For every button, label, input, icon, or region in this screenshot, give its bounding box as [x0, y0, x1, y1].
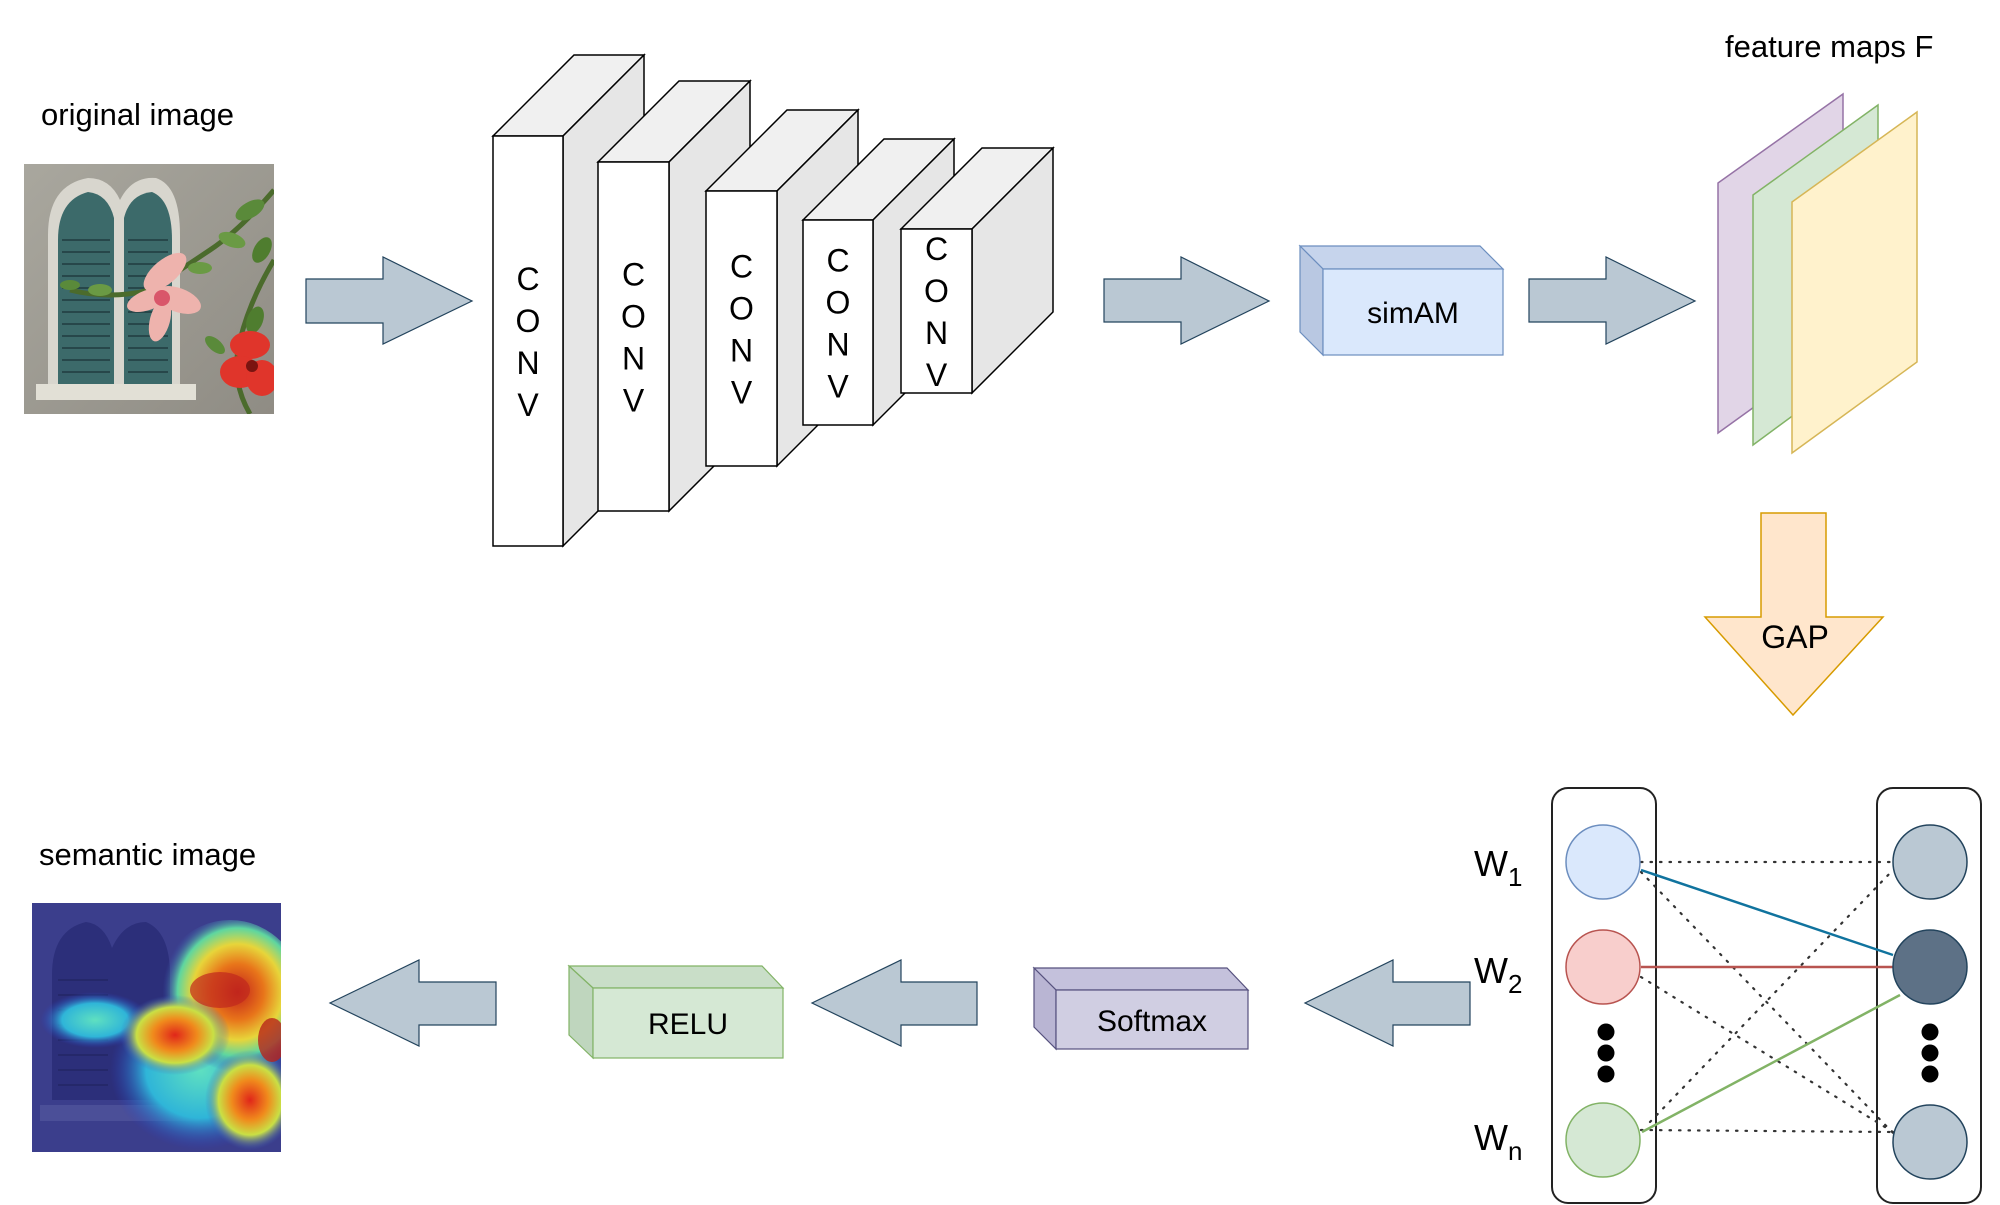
relu-label: RELU — [648, 1008, 728, 1041]
feature-maps — [1717, 92, 1918, 455]
simam-top-face — [1298, 245, 1505, 270]
simam-module: simAM — [1298, 244, 1505, 357]
feature-map-yellow — [1791, 110, 1918, 455]
conv-block-label-letter: V — [517, 387, 539, 423]
conv-block-label-letter: O — [826, 285, 851, 321]
conv-block-label-letter: C — [925, 231, 948, 267]
edge-w1-to-active — [1640, 868, 1894, 957]
output-ellipsis-dots — [1921, 1023, 1939, 1083]
original-image — [24, 164, 274, 414]
relu-top-face — [567, 965, 785, 989]
arrow-to-semantic-image — [328, 959, 497, 1047]
conv-block-label-letter: N — [925, 315, 948, 351]
dotted-edge-1-n — [1639, 870, 1897, 1137]
output-nodes-container — [1876, 787, 1982, 1204]
weight-label-wn: Wn — [1474, 1117, 1522, 1166]
relu-front-face — [592, 987, 784, 1059]
output-node-1 — [1892, 824, 1968, 900]
gap-module: GAP — [1703, 512, 1885, 717]
conv-block-front-face — [597, 161, 670, 512]
dotted-edge-n-n — [1639, 1128, 1895, 1134]
conv-block-label-letter: V — [731, 375, 753, 411]
conv-block-front-face — [900, 228, 973, 394]
conv-block-front-face — [802, 219, 874, 426]
gap-label: GAP — [1761, 619, 1829, 655]
input-node-w1 — [1565, 824, 1641, 900]
fully-connected-layer: W1 W2 Wn — [1474, 787, 1982, 1204]
conv-block-label-letter: O — [621, 299, 646, 335]
conv-block-label-letter: C — [516, 261, 539, 297]
semantic-image-heatmap — [32, 903, 281, 1152]
weight-label-w2: W2 — [1474, 950, 1522, 999]
conv-block-label-letter: V — [827, 369, 849, 405]
arrow-to-relu — [810, 959, 978, 1047]
feature-maps-label: feature maps F — [1725, 29, 1933, 64]
conv-block-label-letter: N — [516, 345, 539, 381]
softmax-label: Softmax — [1097, 1005, 1207, 1038]
conv-block-label-letter: O — [729, 291, 754, 327]
relu-module: RELU — [567, 964, 785, 1060]
arrow-to-simam — [1103, 256, 1271, 345]
simam-front-face — [1322, 268, 1504, 356]
arrow-to-softmax — [1303, 959, 1471, 1047]
edge-wn-to-active — [1641, 993, 1901, 1134]
weight-label-w1: W1 — [1474, 843, 1522, 892]
conv-block-label-letter: N — [826, 327, 849, 363]
conv-block-label-letter: C — [826, 243, 849, 279]
simam-label: simAM — [1367, 297, 1459, 330]
input-node-wn — [1565, 1102, 1641, 1178]
conv-block-label-letter: N — [730, 333, 753, 369]
gap-down-arrow — [1703, 512, 1885, 717]
conv-block-label-letter: O — [924, 273, 949, 309]
conv-block-label-letter: V — [623, 383, 645, 419]
dotted-edge-2-n — [1639, 975, 1895, 1134]
output-node-n — [1892, 1104, 1968, 1180]
semantic-image-label: semantic image — [39, 837, 256, 872]
conv-block-front-face — [705, 190, 778, 467]
conv-block-label-letter: O — [516, 303, 541, 339]
softmax-module: Softmax — [1032, 966, 1250, 1051]
dotted-connections — [1639, 860, 1897, 1137]
conv-block-label-letter: C — [730, 249, 753, 285]
dotted-edge-n-1 — [1648, 868, 1895, 1124]
input-nodes-container — [1551, 787, 1657, 1204]
input-node-w2 — [1565, 929, 1641, 1005]
original-image-label: original image — [41, 97, 234, 132]
arrow-to-feature-maps — [1528, 256, 1697, 345]
arrow-to-conv — [305, 256, 474, 345]
conv-block-label-letter: C — [622, 257, 645, 293]
softmax-top-face — [1032, 967, 1250, 991]
conv-block-label-letter: N — [622, 341, 645, 377]
softmax-front-face — [1055, 989, 1249, 1050]
conv-block-label-letter: V — [926, 357, 948, 393]
conv-block-front-face — [492, 135, 564, 547]
input-ellipsis-dots — [1597, 1023, 1615, 1083]
output-node-active — [1892, 929, 1968, 1005]
